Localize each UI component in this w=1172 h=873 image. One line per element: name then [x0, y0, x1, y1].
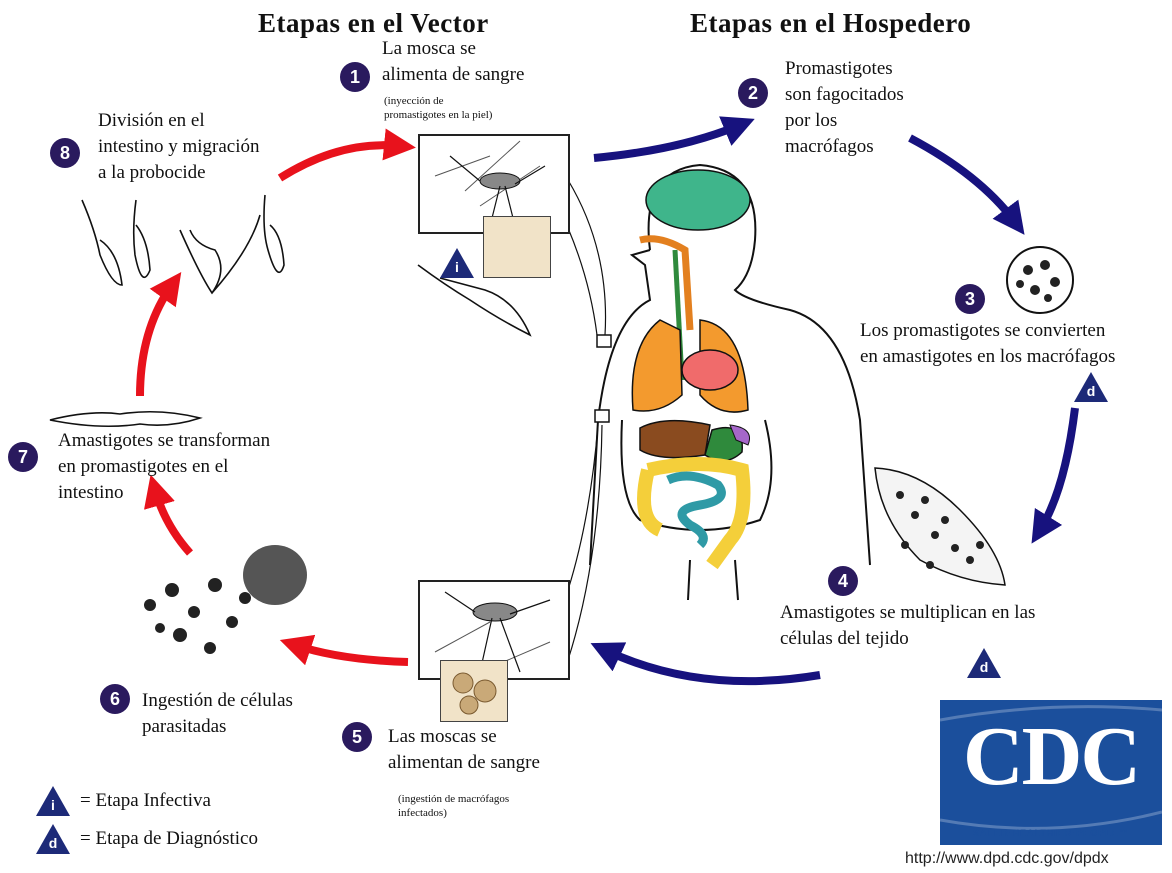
step-7-number: 7 [8, 442, 38, 472]
arrow-3-to-4 [1040, 408, 1075, 530]
source-url[interactable]: http://www.dpd.cdc.gov/dpdx [905, 850, 1109, 868]
cdc-tagline: SAFER·HEALTHIER·PEOPLE™ [940, 828, 1162, 838]
elongated-promastigote [50, 412, 200, 427]
step-4-number: 4 [828, 566, 858, 596]
diagnostic-stage-badge-4: d [967, 648, 1001, 678]
step-6-number: 6 [100, 684, 130, 714]
infective-stage-badge: i [440, 248, 474, 278]
arrow-1-to-2 [594, 125, 740, 158]
step-5-number: 5 [342, 722, 372, 752]
brain [646, 170, 750, 230]
skin-site-lower [595, 410, 609, 422]
liver [640, 421, 710, 458]
legend-infective-label: = Etapa Infectiva [80, 788, 211, 814]
connector-upper [568, 180, 606, 335]
step-1-number: 1 [340, 62, 370, 92]
connector-lower [568, 425, 602, 660]
step-3-number: 3 [955, 284, 985, 314]
arrow-2-to-3 [910, 138, 1015, 222]
arrow-8-to-1 [280, 145, 400, 178]
legend-diagnostic-icon: d [36, 824, 70, 854]
skin-site-upper [597, 335, 611, 347]
heart [682, 350, 738, 390]
arrow-7-to-8 [140, 285, 172, 396]
small-intestine [668, 476, 721, 545]
arrow-4-to-5 [605, 650, 820, 681]
diagnostic-stage-badge-3: d [1074, 372, 1108, 402]
cdc-logo: CDC [940, 700, 1162, 845]
step-2-number: 2 [738, 78, 768, 108]
macrophage-with-amastigotes [1007, 247, 1073, 313]
macrophage-micrograph [440, 660, 508, 722]
left-lung [632, 320, 682, 411]
promastigote-micrograph [483, 216, 551, 278]
arrow-5-to-6 [295, 645, 408, 662]
legend-infective-icon: i [36, 786, 70, 816]
parasitized-cells [144, 545, 307, 654]
legend-diagnostic-label: = Etapa de Diagnóstico [80, 826, 258, 852]
infected-tissue-cells [875, 468, 1005, 585]
step-8-number: 8 [50, 138, 80, 168]
